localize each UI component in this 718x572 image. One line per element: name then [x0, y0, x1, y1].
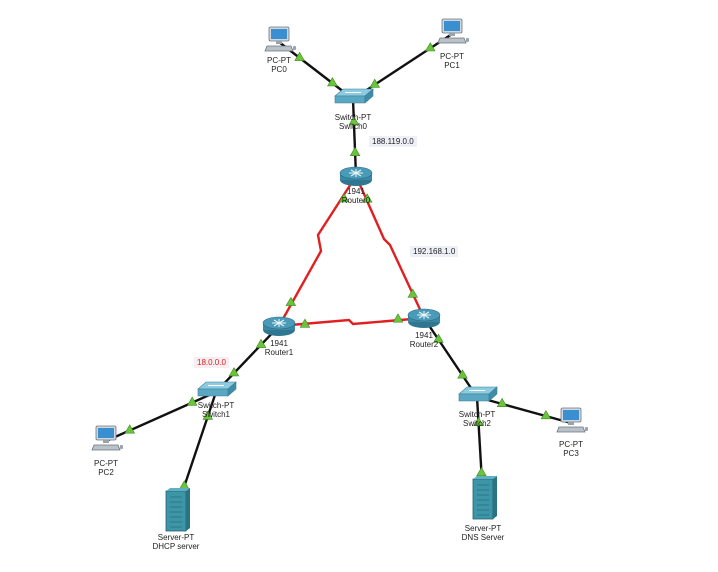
link-router0-router1-serial[interactable]	[277, 175, 358, 327]
router0-name-label: Router0	[341, 196, 371, 205]
switch1-switch-icon[interactable]	[197, 381, 237, 397]
dns-name-label: DNS Server	[461, 533, 505, 542]
link-switch2-dns-end-b-indicator	[476, 466, 487, 477]
link-indicators-layer	[124, 42, 552, 490]
pc2-name-label: PC2	[98, 468, 114, 477]
link-switch0-router0-end-a-indicator	[348, 116, 360, 126]
pc0-pc-icon[interactable]	[264, 26, 296, 52]
pc0-name-label: PC0	[271, 65, 287, 74]
link-pc1-switch0-end-a-indicator	[424, 42, 436, 52]
net-serial-network-label: 192.168.1.0	[410, 246, 459, 257]
switch1-name-label: Switch1	[201, 410, 230, 419]
link-switch1-pc2-end-b-indicator	[124, 424, 136, 434]
link-pc0-switch0-ethernet[interactable]	[278, 41, 354, 100]
pc0-model-label: PC-PT	[267, 56, 291, 65]
switch1-model-label: Switch-PT	[197, 401, 235, 410]
pc3-pc-icon[interactable]	[556, 407, 588, 433]
link-pc0-switch0-end-a-indicator	[294, 51, 305, 61]
router1-name-label: Router1	[264, 348, 294, 357]
link-switch2-pc3-end-a-indicator	[496, 397, 508, 408]
link-router1-switch1-end-a-indicator	[255, 338, 267, 348]
router0-model-label: 1941	[347, 187, 365, 196]
link-router1-router2-serial[interactable]	[278, 316, 425, 328]
link-switch1-dhcp-end-b-indicator	[178, 480, 190, 490]
link-switch2-dns-end-a-indicator	[473, 416, 484, 427]
net-switch0-network-label: 188.119.0.0	[369, 136, 417, 147]
dhcp-server-icon[interactable]	[165, 488, 190, 532]
pc1-name-label: PC1	[444, 61, 460, 70]
link-router0-router1-end-a-indicator	[338, 192, 350, 203]
pc3-name-label: PC3	[563, 449, 579, 458]
switch0-model-label: Switch-PT	[334, 113, 372, 122]
switch0-switch-icon[interactable]	[334, 88, 374, 104]
link-router0-router2-end-a-indicator	[361, 193, 373, 203]
link-router1-switch1-ethernet[interactable]	[215, 325, 280, 393]
link-switch0-router0-end-b-indicator	[349, 146, 361, 156]
dhcp-name-label: DHCP server	[152, 542, 200, 551]
pc1-pc-icon[interactable]	[437, 18, 469, 44]
links-layer	[105, 32, 572, 512]
link-pc1-switch0-ethernet[interactable]	[352, 32, 453, 101]
link-switch0-router0-ethernet[interactable]	[351, 98, 358, 177]
link-switch1-pc2-end-a-indicator	[186, 396, 198, 406]
link-router2-switch2-ethernet[interactable]	[423, 317, 478, 398]
dhcp-model-label: Server-PT	[157, 533, 195, 542]
link-router0-router2-serial[interactable]	[354, 175, 426, 319]
pc3-model-label: PC-PT	[559, 440, 583, 449]
router2-router-icon[interactable]	[407, 308, 441, 328]
link-router1-router2-end-b-indicator	[392, 313, 404, 323]
pc1-model-label: PC-PT	[440, 52, 464, 61]
switch2-name-label: Switch2	[462, 419, 491, 428]
link-pc1-switch0-end-b-indicator	[369, 78, 381, 88]
router0-router-icon[interactable]	[339, 166, 373, 186]
link-router2-switch2-end-a-indicator	[433, 333, 444, 343]
router2-name-label: Router2	[409, 340, 439, 349]
switch2-model-label: Switch-PT	[458, 410, 496, 419]
pc2-model-label: PC-PT	[94, 459, 118, 468]
link-router0-router1-end-b-indicator	[285, 296, 297, 306]
link-pc0-switch0-end-b-indicator	[327, 77, 338, 87]
pc2-pc-icon[interactable]	[91, 425, 123, 451]
switch2-switch-icon[interactable]	[458, 386, 498, 402]
router1-model-label: 1941	[270, 339, 288, 348]
link-router1-router2-end-a-indicator	[299, 318, 311, 328]
link-router1-switch1-end-b-indicator	[228, 367, 240, 377]
link-switch1-dhcp-end-a-indicator	[202, 410, 214, 420]
devices-layer	[91, 18, 588, 532]
router1-router-icon[interactable]	[262, 316, 296, 336]
dns-server-icon[interactable]	[472, 476, 497, 520]
link-switch2-pc3-end-b-indicator	[540, 410, 552, 420]
router2-model-label: 1941	[415, 331, 433, 340]
link-router0-router2-end-b-indicator	[407, 288, 419, 298]
dns-model-label: Server-PT	[464, 524, 502, 533]
link-switch2-pc3-ethernet[interactable]	[476, 395, 572, 425]
link-switch1-pc2-ethernet[interactable]	[105, 390, 217, 443]
switch0-name-label: Switch0	[338, 122, 367, 131]
net-switch1-network-label: 18.0.0.0	[194, 357, 229, 368]
link-router2-switch2-end-b-indicator	[457, 369, 468, 379]
